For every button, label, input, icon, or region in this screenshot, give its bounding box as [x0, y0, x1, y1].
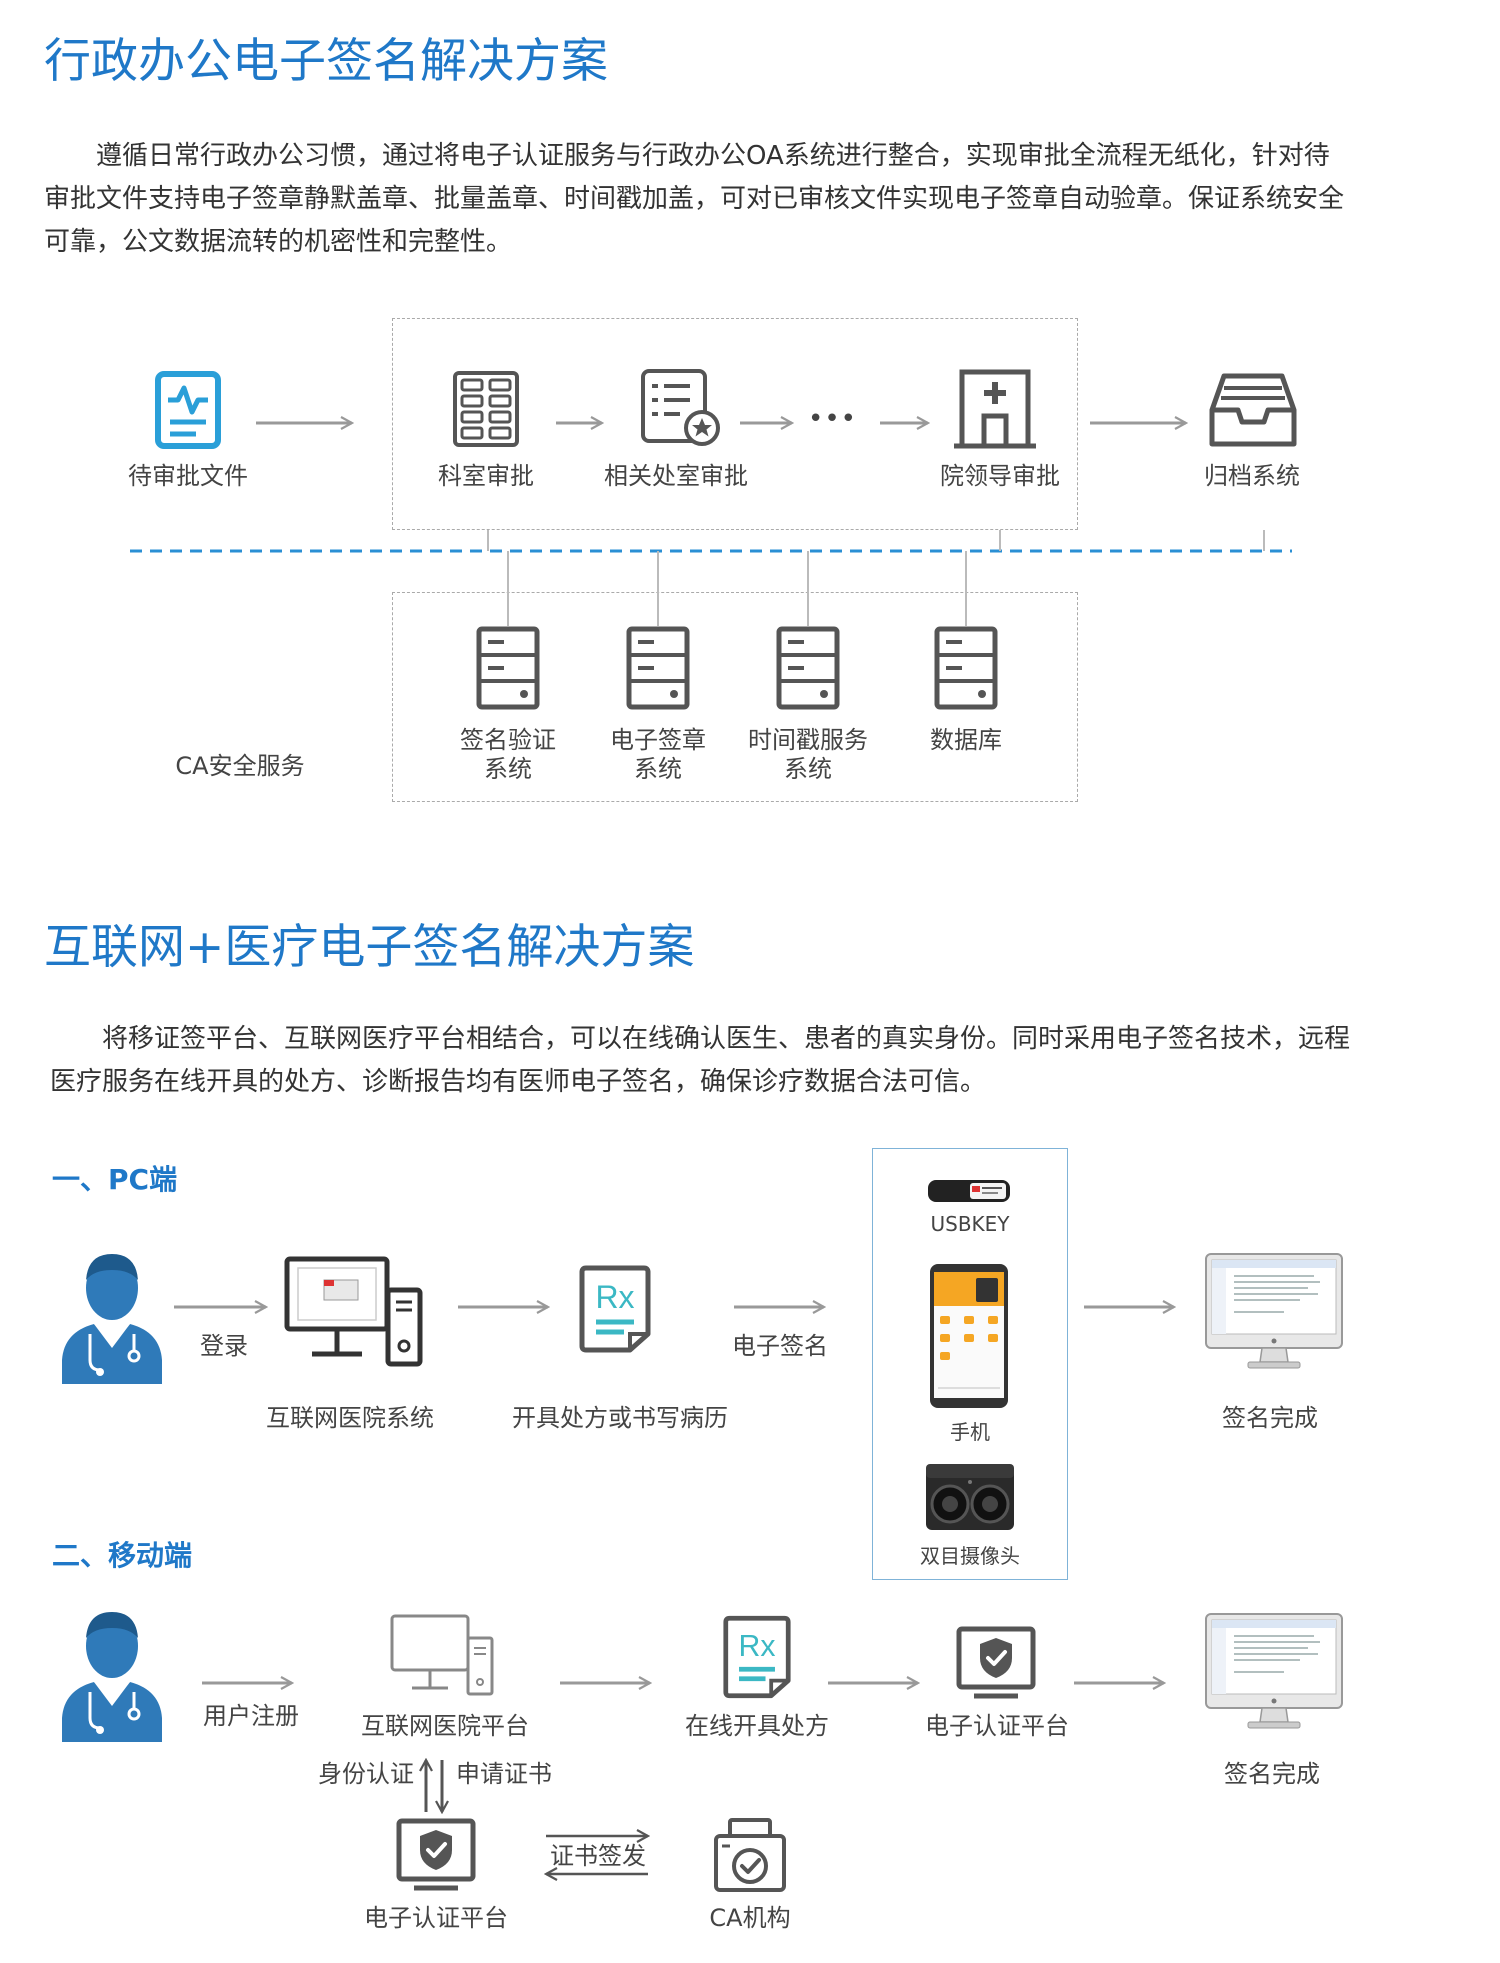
flow-ellipsis: ••• [808, 404, 858, 434]
doctor-avatar-icon [62, 1612, 162, 1742]
prescription-rx-icon: Rx [579, 1265, 651, 1353]
label-database: 数据库 [930, 726, 1002, 754]
server-icon [626, 626, 690, 710]
database-server-icon [934, 626, 998, 710]
label-mobile-signing-complete: 签名完成 [1224, 1760, 1320, 1788]
label-user-registration: 用户注册 [203, 1702, 299, 1730]
section2-para-line-2: 医疗服务在线开具的处方、诊断报告均有医师电子签名，确保诊疗数据合法可信。 [50, 1067, 987, 1097]
label-online-prescription: 在线开具处方 [685, 1712, 829, 1740]
label-electronic-signature: 电子签名 [732, 1332, 828, 1360]
section1-para-line-3: 可靠，公文数据流转的机密性和完整性。 [44, 227, 513, 257]
server-icon [776, 626, 840, 710]
shield-certificate-icon [396, 1818, 476, 1891]
label-leader-approval: 院领导审批 [940, 462, 1060, 490]
label-ecert-platform: 电子认证平台 [925, 1712, 1069, 1740]
binocular-camera-icon [926, 1464, 1014, 1530]
section1-para-line-1: 遵循日常行政办公习惯，通过将电子认证服务与行政办公OA系统进行整合，实现审批全流… [96, 141, 1330, 171]
label-timestamp-system: 时间戳服务系统 [748, 726, 868, 783]
section2-title: 互联网+医疗电子签名解决方案 [44, 920, 695, 975]
label-login: 登录 [200, 1332, 248, 1360]
label-apply-certificate: 申请证书 [456, 1760, 552, 1788]
svg-text:Rx: Rx [595, 1279, 634, 1315]
desktop-computer-outline-icon [390, 1614, 494, 1696]
file-cabinet-icon [453, 371, 519, 447]
section2-paragraph: 将移证签平台、互联网医疗平台相结合，可以在线确认医生、患者的真实身份。同时采用电… [50, 1018, 1470, 1104]
label-ca-institution: CA机构 [709, 1904, 791, 1932]
label-usbkey: USBKEY [930, 1212, 1010, 1236]
ca-service-box [392, 592, 1078, 802]
label-internet-hospital-system: 互联网医院系统 [266, 1404, 434, 1432]
pending-document-icon [155, 371, 221, 449]
label-archive-system: 归档系统 [1204, 462, 1300, 490]
label-identity-authentication: 身份认证 [318, 1760, 414, 1788]
prescription-rx-icon: Rx [723, 1615, 791, 1699]
label-mobile-phone: 手机 [950, 1420, 990, 1444]
monitor-document-icon [1205, 1253, 1343, 1369]
doctor-avatar-icon [62, 1254, 162, 1384]
label-related-office-approval: 相关处室审批 [604, 462, 748, 490]
shield-certificate-icon [956, 1626, 1036, 1699]
label-internet-hospital-platform: 互联网医院平台 [361, 1712, 529, 1740]
section1-paragraph: 遵循日常行政办公习惯，通过将电子认证服务与行政办公OA系统进行整合，实现审批全流… [44, 135, 1464, 264]
mobile-phone-icon [930, 1264, 1008, 1408]
pc-heading: 一、PC端 [52, 1163, 178, 1196]
label-pending-document: 待审批文件 [128, 462, 248, 490]
approval-flow-box [392, 318, 1078, 530]
signing-devices-panel [872, 1148, 1068, 1580]
ca-institution-icon [714, 1818, 786, 1892]
archive-tray-icon [1209, 373, 1297, 447]
label-dept-approval: 科室审批 [438, 462, 534, 490]
label-ecert-platform-bottom: 电子认证平台 [364, 1904, 508, 1932]
hospital-building-icon [954, 369, 1036, 449]
mobile-heading: 二、移动端 [52, 1539, 193, 1572]
label-binocular-camera: 双目摄像头 [920, 1544, 1020, 1568]
label-prescribe-or-record: 开具处方或书写病历 [512, 1404, 728, 1432]
usbkey-icon [928, 1180, 1010, 1202]
label-signature-verification: 签名验证系统 [460, 726, 556, 783]
desktop-computer-icon [284, 1256, 423, 1367]
section1-connectors [130, 0, 1292, 626]
label-ca-security-service: CA安全服务 [175, 752, 305, 780]
label-pc-signing-complete: 签名完成 [1222, 1404, 1318, 1432]
svg-text:Rx: Rx [739, 1630, 776, 1663]
section1-title: 行政办公电子签名解决方案 [44, 34, 608, 89]
section1-para-line-2: 审批文件支持电子签章静默盖章、批量盖章、时间戳加盖，可对已审核文件实现电子签章自… [44, 184, 1345, 214]
label-certificate-issuance: 证书签发 [550, 1842, 646, 1870]
server-icon [476, 626, 540, 710]
label-e-seal-system: 电子签章系统 [610, 726, 706, 783]
monitor-document-icon [1205, 1613, 1343, 1729]
approval-list-icon [641, 369, 720, 446]
section2-para-line-1: 将移证签平台、互联网医疗平台相结合，可以在线确认医生、患者的真实身份。同时采用电… [102, 1024, 1351, 1054]
